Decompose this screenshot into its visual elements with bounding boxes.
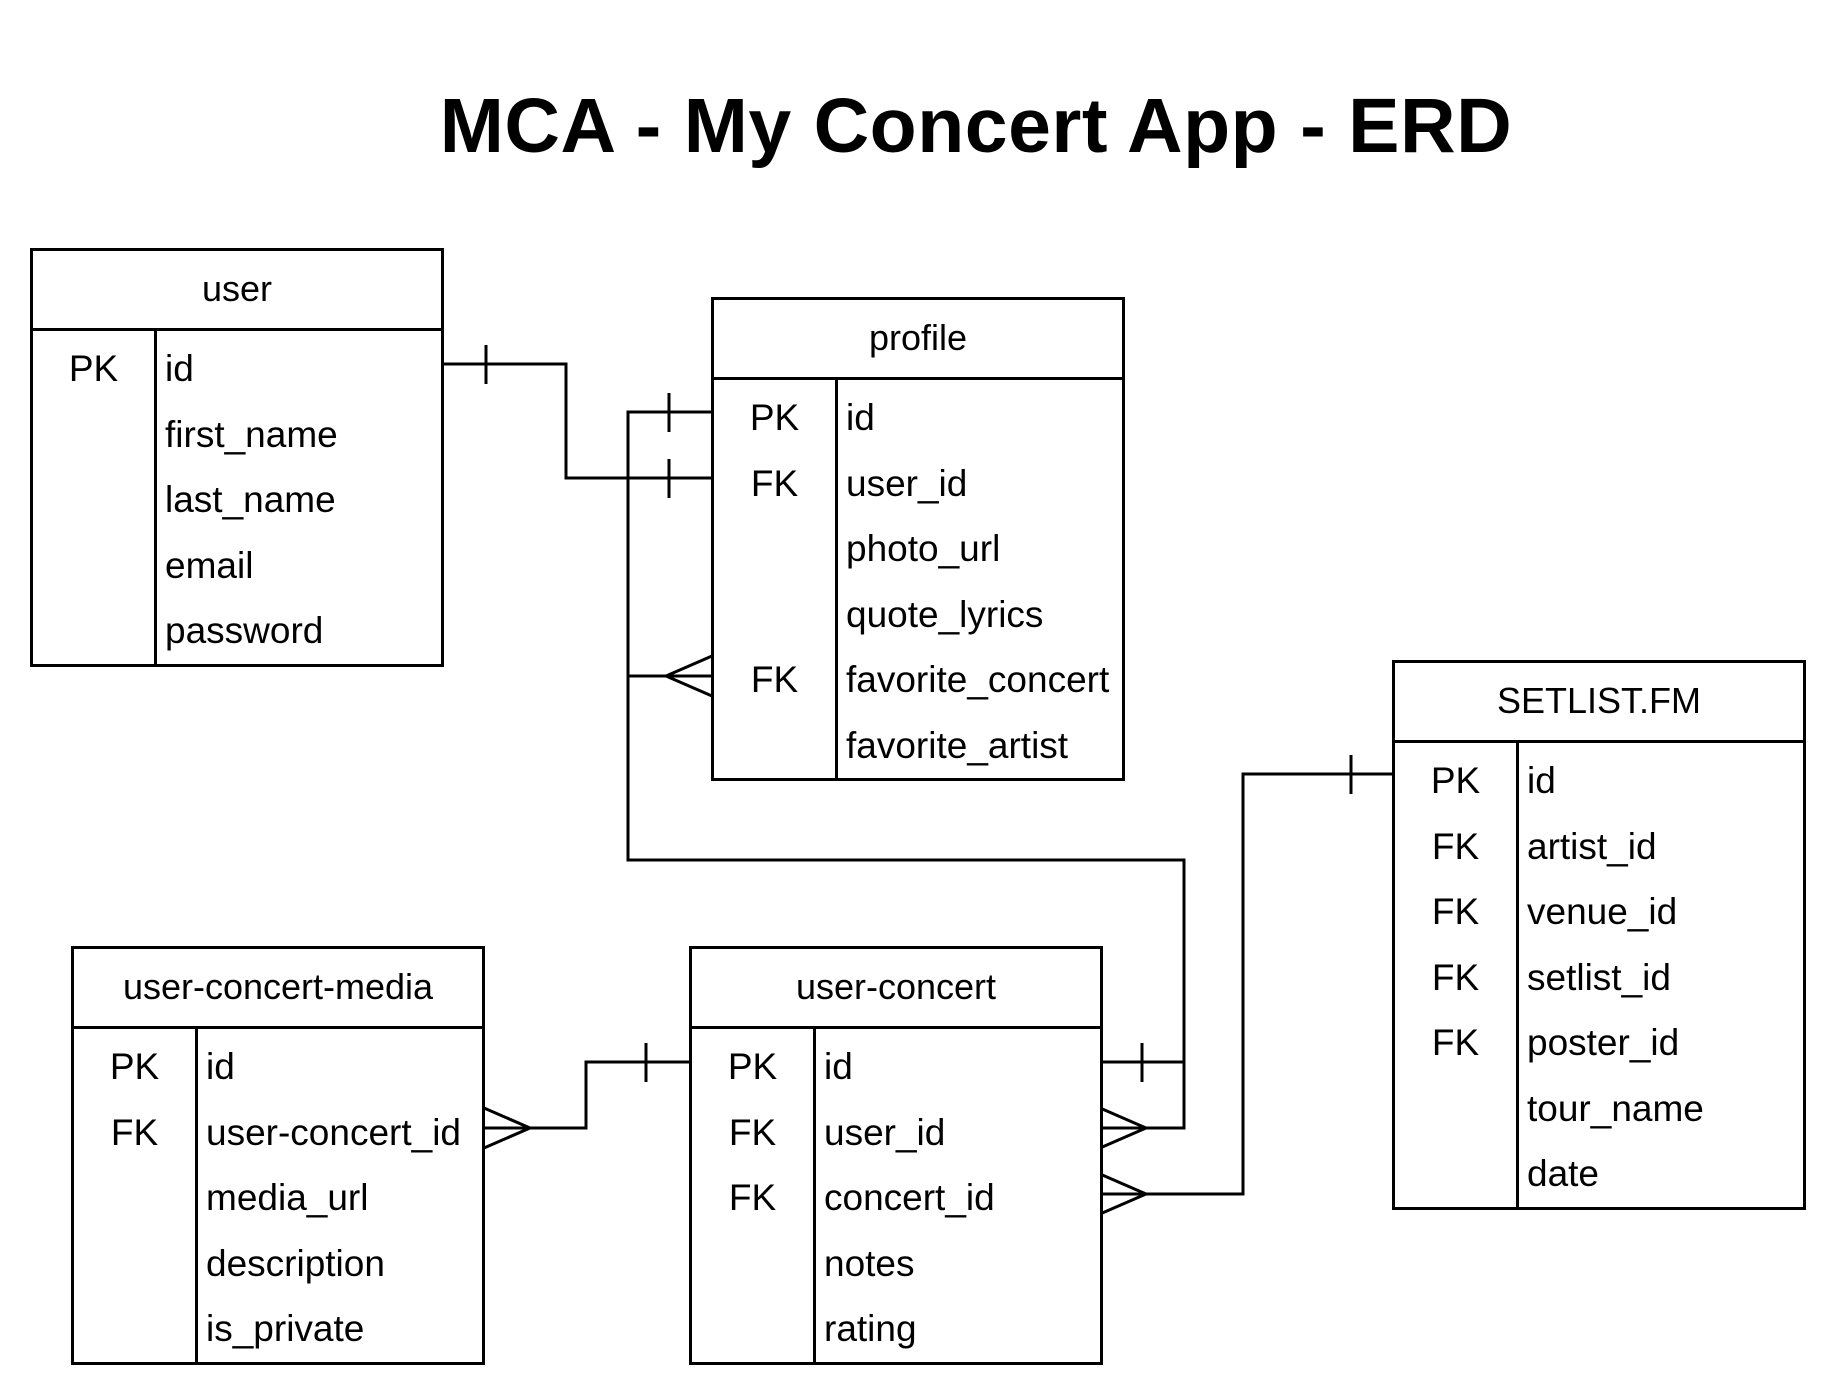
field-row: PK id	[74, 1034, 482, 1099]
field-key: PK	[68, 348, 119, 389]
field-name: poster_id	[1527, 1022, 1680, 1063]
field-name: id	[1527, 760, 1556, 801]
field-name: first_name	[165, 413, 338, 455]
field-name: password	[165, 610, 324, 651]
field-key: FK	[728, 1177, 777, 1218]
field-name: quote_lyrics	[846, 593, 1044, 635]
field-key: FK	[1431, 956, 1480, 998]
many-marker	[483, 1106, 534, 1150]
entity-name: user-concert-media	[74, 949, 482, 1029]
field-row: quote_lyrics	[714, 582, 1122, 647]
many-marker	[662, 654, 713, 698]
field-row: FK favorite_concert	[714, 647, 1122, 712]
rel-media-userconcert	[484, 1060, 689, 1130]
many-marker	[1099, 1106, 1150, 1150]
field-key: FK	[1431, 1022, 1480, 1063]
field-name: tour_name	[1527, 1087, 1704, 1129]
field-name: last_name	[165, 479, 336, 520]
field-row: FK artist_id	[1395, 814, 1803, 879]
field-key: FK	[110, 1111, 159, 1153]
field-row: PK id	[692, 1034, 1100, 1099]
field-row: photo_url	[714, 516, 1122, 581]
entity-name: user	[33, 251, 441, 331]
column-divider	[1516, 743, 1519, 1207]
field-row: FK setlist_id	[1395, 945, 1803, 1010]
field-name: notes	[824, 1242, 915, 1284]
diagram-title: MCA - My Concert App - ERD	[439, 83, 1513, 169]
field-key: FK	[728, 1111, 777, 1153]
field-key: FK	[1431, 825, 1480, 867]
field-name: user-concert_id	[206, 1111, 462, 1153]
field-key: PK	[1430, 760, 1481, 801]
field-row: notes	[692, 1231, 1100, 1296]
entity-name: profile	[714, 300, 1122, 380]
field-row: last_name	[33, 467, 441, 532]
field-key: FK	[750, 659, 799, 700]
field-row: date	[1395, 1141, 1803, 1206]
field-name: id	[165, 348, 194, 389]
field-row: favorite_artist	[714, 713, 1122, 778]
many-marker	[1099, 1172, 1150, 1216]
rel-user-profile	[443, 362, 712, 480]
field-key: PK	[749, 397, 800, 438]
field-key: FK	[750, 462, 799, 504]
field-name: id	[824, 1046, 853, 1087]
field-row: PK id	[33, 336, 441, 401]
field-row: rating	[692, 1296, 1100, 1361]
field-name: setlist_id	[1527, 956, 1671, 998]
field-name: id	[206, 1046, 235, 1087]
field-row: FK venue_id	[1395, 879, 1803, 944]
field-row: description	[74, 1231, 482, 1296]
field-row: email	[33, 533, 441, 598]
field-row: PK id	[714, 385, 1122, 450]
field-row: FK user-concert_id	[74, 1100, 482, 1165]
field-name: user_id	[824, 1111, 946, 1153]
field-row: FK poster_id	[1395, 1010, 1803, 1075]
field-name: description	[206, 1242, 385, 1284]
field-row: tour_name	[1395, 1076, 1803, 1141]
field-name: email	[165, 544, 254, 586]
column-divider	[813, 1029, 816, 1362]
column-divider	[154, 331, 157, 664]
field-name: user_id	[846, 462, 968, 504]
field-row: password	[33, 598, 441, 663]
column-divider	[195, 1029, 198, 1362]
field-key: PK	[109, 1046, 160, 1087]
field-name: photo_url	[846, 528, 1001, 569]
column-divider	[835, 380, 838, 778]
rel-setlist-userconcert	[1100, 772, 1393, 1196]
rel-userconcert-id	[1100, 1060, 1186, 1128]
entity-name: SETLIST.FM	[1395, 663, 1803, 743]
field-key: PK	[727, 1046, 778, 1087]
field-name: favorite_concert	[846, 659, 1110, 700]
field-name: venue_id	[1527, 891, 1678, 932]
field-name: artist_id	[1527, 825, 1657, 867]
field-key: FK	[1431, 891, 1480, 932]
field-row: FK concert_id	[692, 1165, 1100, 1230]
rel-profile-userconcert	[626, 410, 1186, 1130]
field-row: FK user_id	[714, 451, 1122, 516]
field-name: rating	[824, 1308, 917, 1349]
field-row: media_url	[74, 1165, 482, 1230]
field-row: is_private	[74, 1296, 482, 1361]
entity-name: user-concert	[692, 949, 1100, 1029]
field-row: PK id	[1395, 748, 1803, 813]
field-row: FK user_id	[692, 1100, 1100, 1165]
field-name: id	[846, 397, 875, 438]
field-name: date	[1527, 1153, 1600, 1194]
field-name: media_url	[206, 1177, 369, 1218]
field-name: favorite_artist	[846, 724, 1069, 766]
field-name: is_private	[206, 1308, 365, 1349]
field-name: concert_id	[824, 1177, 995, 1218]
field-row: first_name	[33, 402, 441, 467]
